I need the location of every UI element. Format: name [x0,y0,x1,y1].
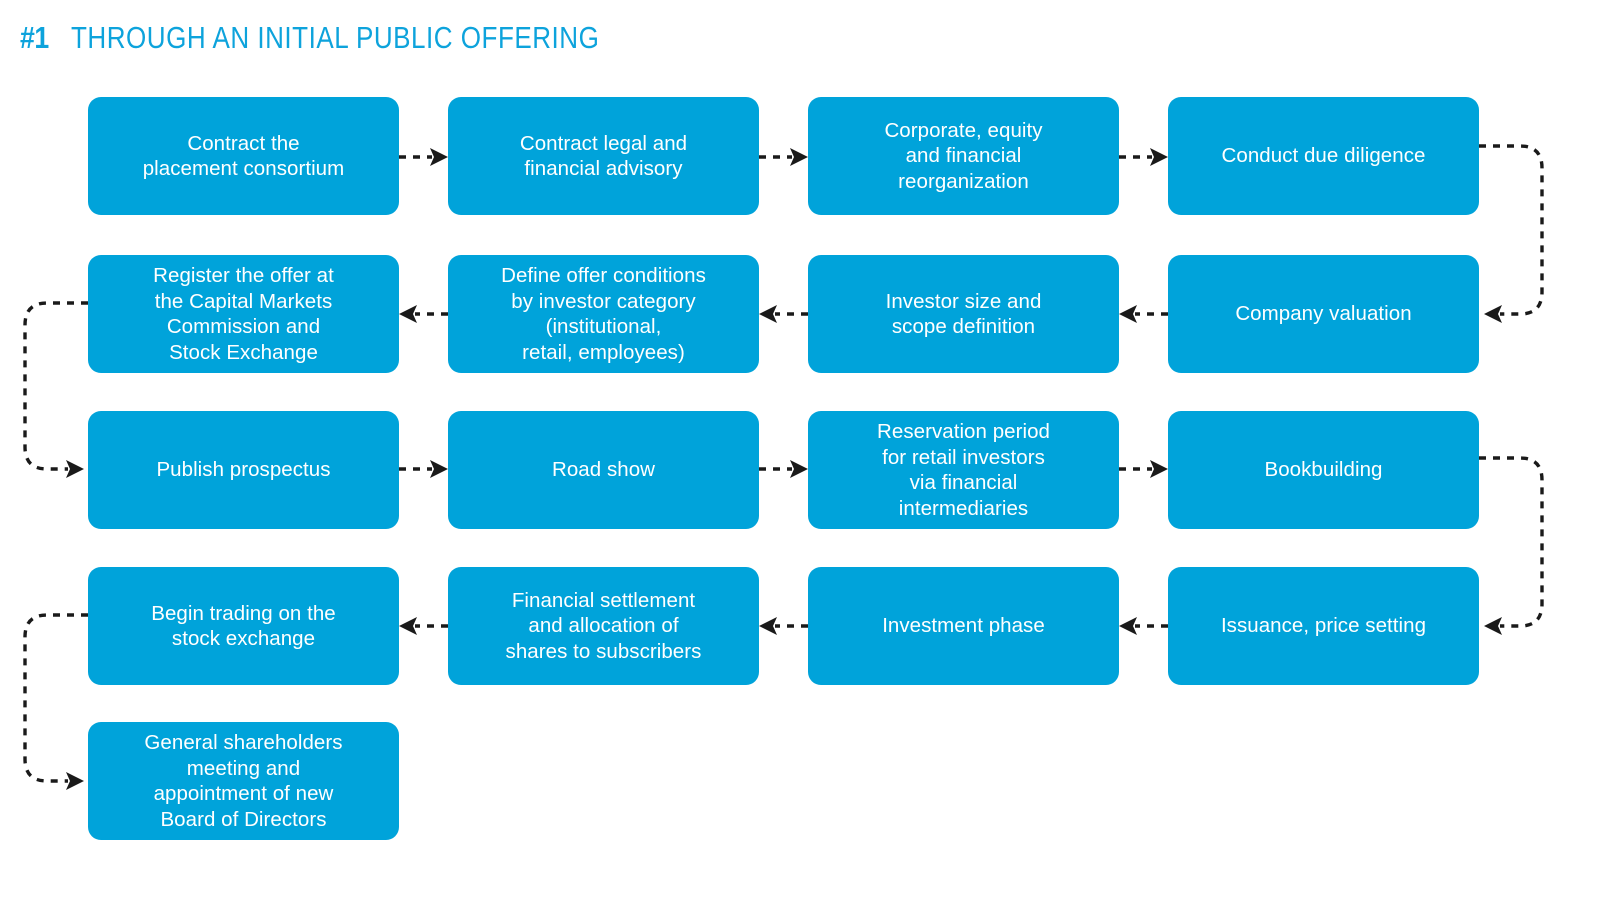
arrowhead-15-to-16 [399,617,417,635]
flow-step-11-label: Reservation period for retail investors … [877,420,1050,520]
flow-step-15-label: Financial settlement and allocation of s… [505,588,702,663]
flow-step-13-label: Issuance, price setting [1220,614,1427,638]
arrowhead-11-to-12 [1150,460,1168,478]
arrowhead-5-to-6 [1119,305,1137,323]
flow-step-5-label: Company valuation [1235,302,1412,326]
arrowhead-12-to-13 [1484,617,1502,635]
flow-step-1[interactable]: Contract the placement consortium [88,97,399,215]
title-number: #1 [20,20,49,55]
flow-step-2[interactable]: Contract legal and financial advisory [448,97,759,215]
flow-step-17[interactable]: General shareholders meeting and appoint… [88,722,399,840]
flow-step-8[interactable]: Register the offer at the Capital Market… [88,255,399,373]
flow-step-3-label: Corporate, equity and financial reorgani… [884,118,1043,193]
arrowhead-6-to-7 [759,305,777,323]
flow-step-5[interactable]: Company valuation [1168,255,1479,373]
arrowhead-8-to-9 [66,460,84,478]
arrowhead-13-to-14 [1119,617,1137,635]
arrowhead-9-to-10 [430,460,448,478]
connector-12-to-13 [1479,456,1544,628]
flow-step-13[interactable]: Issuance, price setting [1168,567,1479,685]
flow-step-4[interactable]: Conduct due diligence [1168,97,1479,215]
title-text: THROUGH AN INITIAL PUBLIC OFFERING [71,20,600,55]
connector-4-to-5 [1479,144,1544,316]
flow-step-4-label: Conduct due diligence [1221,144,1426,168]
page-title: #1 THROUGH AN INITIAL PUBLIC OFFERING [20,20,700,62]
flow-step-9-label: Publish prospectus [156,458,331,482]
flow-step-15[interactable]: Financial settlement and allocation of s… [448,567,759,685]
flow-step-14-label: Investment phase [882,614,1045,638]
arrowhead-1-to-2 [430,148,448,166]
connector-8-to-9 [23,301,88,471]
arrowhead-2-to-3 [790,148,808,166]
flow-step-7[interactable]: Define offer conditions by investor cate… [448,255,759,373]
flow-step-11[interactable]: Reservation period for retail investors … [808,411,1119,529]
flow-step-10[interactable]: Road show [448,411,759,529]
arrowhead-16-to-17 [66,772,84,790]
flow-step-1-label: Contract the placement consortium [142,131,345,181]
flow-step-16[interactable]: Begin trading on the stock exchange [88,567,399,685]
flow-step-10-label: Road show [551,458,655,482]
flow-step-17-label: General shareholders meeting and appoint… [144,731,343,831]
flow-step-2-label: Contract legal and financial advisory [519,131,688,181]
flow-step-8-label: Register the offer at the Capital Market… [153,264,334,364]
flow-step-7-label: Define offer conditions by investor cate… [501,264,706,364]
flow-step-12-label: Bookbuilding [1264,458,1383,482]
flow-step-6-label: Investor size and scope definition [885,289,1042,339]
arrowhead-7-to-8 [399,305,417,323]
flow-step-16-label: Begin trading on the stock exchange [151,601,336,651]
flow-step-12[interactable]: Bookbuilding [1168,411,1479,529]
flow-step-3[interactable]: Corporate, equity and financial reorgani… [808,97,1119,215]
flow-step-14[interactable]: Investment phase [808,567,1119,685]
flow-step-9[interactable]: Publish prospectus [88,411,399,529]
arrowhead-14-to-15 [759,617,777,635]
connector-16-to-17 [23,613,88,783]
arrowhead-3-to-4 [1150,148,1168,166]
flow-step-6[interactable]: Investor size and scope definition [808,255,1119,373]
arrowhead-4-to-5 [1484,305,1502,323]
arrowhead-10-to-11 [790,460,808,478]
